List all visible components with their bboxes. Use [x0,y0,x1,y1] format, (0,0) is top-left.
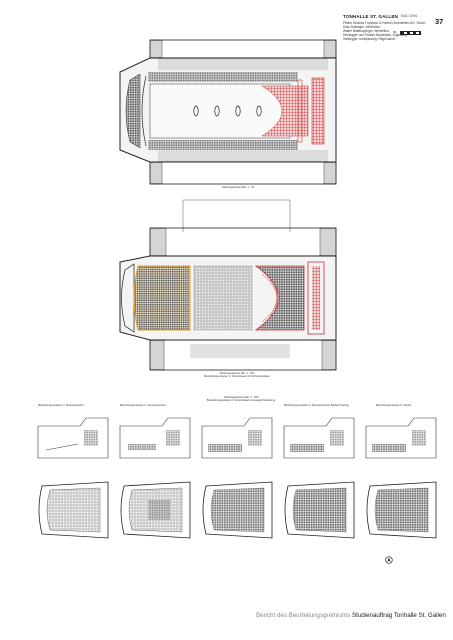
team-line: Heinegger und Partner Bauphysik, Engelbu… [343,33,408,38]
team-list: Pfister Schiess Tropeano & Partner Archi… [343,21,441,41]
upper-floor-plan [119,39,337,185]
caption-upper-plan: Galeriegeschoss Mst. 1 : 00 [222,186,255,189]
page-footer: Bericht des Beurteilungsgremiums Studien… [256,612,446,619]
seating-plan-3 [202,481,273,539]
scale-bar [400,31,421,35]
team-line: Kast Zellweger, Winterthur [343,25,381,30]
caption-variant-2: Bestuhlungsvariante 2 / Kammerkonzert [120,404,167,407]
lower-floor-plan [119,227,337,371]
caption-variant-1: Bestuhlungsvariante 1 / Sinfoniekonzert [38,404,84,407]
seating-plan-5 [366,481,437,539]
seating-plan-1 [38,481,109,539]
footer-prefix: Bericht des Beurteilungsgremiums [256,612,351,619]
scale-label: 50 [393,30,397,34]
caption-lower-plan: Parterregeschoss Mst. 1 : 100 Bestuhlung… [182,372,292,378]
seating-plans-row [38,481,437,539]
team-line: Pfister Schiess Tropeano & Partner Archi… [343,21,426,25]
caption-variant-5: Bestuhlungsvariante 5 / Dinner [376,404,412,407]
project-title: TONHALLE ST. GALLEN [343,14,398,19]
footer-title: Studienauftrag Tonhalle St. Gallen [351,612,446,619]
section-1 [37,417,109,459]
caption-variant-center: Parterregeschoss Mst. 1 : 200 Bestuhlung… [206,396,276,402]
page-number: 37 [435,17,444,26]
upper-section-lines [182,199,291,232]
caption-variant-center-line: Bestuhlungsvariante 3 / Konzertsaal mit … [206,399,276,402]
caption-variant-4: Bestuhlungsvariante 4 / Kammerkonzert-Ba… [284,404,349,407]
caption-lower-plan-line: Parterregeschoss Mst. 1 : 100 [219,372,255,375]
team-line: Halbegger Lichtplanung, Regensdorf [343,37,395,42]
caption-variant-center-line: Parterregeschoss Mst. 1 : 200 [223,396,259,399]
project-date: MAG 2006 [401,14,418,18]
sections-row [37,417,437,459]
north-arrow-icon [385,556,393,564]
caption-lower-plan-line: Bestuhlungsvariante 1 / Konzertsaal mit … [204,375,270,378]
section-3 [201,417,273,459]
section-4 [283,417,355,459]
team-line: Walter Baltensperger, Winterthur [343,29,390,34]
section-2 [119,417,191,459]
seating-plan-4 [284,481,355,539]
seating-plan-2 [120,481,191,539]
section-5 [365,417,437,459]
